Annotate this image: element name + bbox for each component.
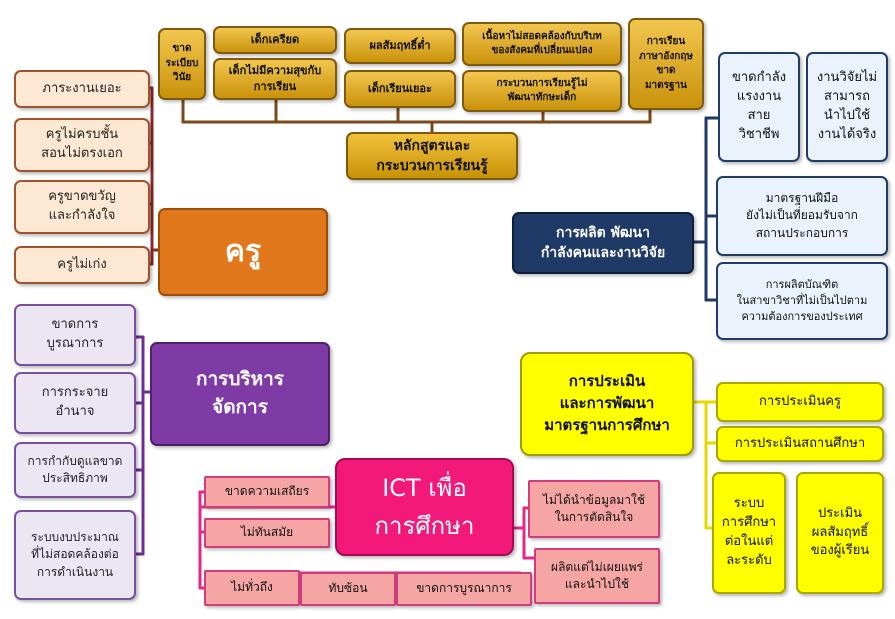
ict-item-outdated: ไม่ทันสมัย xyxy=(204,518,330,548)
ict-item-not-widespread: ไม่ทั่วถึง xyxy=(204,570,300,606)
admin-item-budget-system: ระบบงบประมาณ ที่ไม่สอดคล้องต่อ การดำเนิน… xyxy=(14,510,136,600)
curriculum-item-low-achievement: ผลสัมฤทธิ์ต่ำ xyxy=(344,28,456,64)
admin-item-decentralization: การกระจาย อำนาจ xyxy=(14,372,136,434)
production-hub: การผลิต พัฒนา กำลังคนและงานวิจัย xyxy=(512,212,694,274)
teacher-item-not-skilled: ครูไม่เก่ง xyxy=(14,246,150,284)
production-item-skill-standard: มาตรฐานฝีมือ ยังไม่เป็นที่ยอมรับจาก สถาน… xyxy=(716,176,888,256)
curriculum-item-process-no-skills: กระบวนการเรียนรู้ไม่ พัฒนาทักษะเด็ก xyxy=(462,70,622,112)
curriculum-item-content-mismatch: เนื้อหาไม่สอดคล้องกับบริบท ของสังคมที่เป… xyxy=(462,22,622,66)
curriculum-item-stressed-kids: เด็กเครียด xyxy=(213,26,337,54)
ict-item-unstable: ขาดความเสถียร xyxy=(204,476,330,508)
assessment-item-education-system: ระบบ การศึกษา ต่อในแต่ ละระดับ xyxy=(712,472,786,594)
curriculum-item-too-much-study: เด็กเรียนเยอะ xyxy=(344,70,456,108)
curriculum-item-english-standard: การเรียน ภาษาอังกฤษ ขาด มาตรฐาน xyxy=(628,18,704,110)
admin-connectors xyxy=(134,335,152,556)
teacher-item-shortage: ครูไม่ครบชั้น สอนไม่ตรงเอก xyxy=(14,118,150,172)
curriculum-hub: หลักสูตรและ กระบวนการเรียนรู้ xyxy=(346,132,518,180)
admin-hub: การบริหาร จัดการ xyxy=(150,342,330,446)
assessment-item-learner-achievement: ประเมิน ผลสัมฤทธิ์ ของผู้เรียน xyxy=(796,472,884,594)
assessment-item-school-evaluation: การประเมินสถานศึกษา xyxy=(716,426,884,462)
admin-item-lack-integration: ขาดการ บูรณาการ xyxy=(14,304,136,366)
production-item-graduate-mismatch: การผลิตบัณฑิต ในสาขาวิชาที่ไม่เป็นไปตาม … xyxy=(716,262,888,340)
ict-item-not-disseminated: ผลิตแต่ไม่เผยแพร่ และนำไปใช้ xyxy=(534,548,660,604)
ict-item-data-not-used: ไม่ได้นำข้อมูลมาใช้ ในการตัดสินใจ xyxy=(528,480,660,538)
production-item-vocational-shortage: ขาดกำลัง แรงงาน สาย วิชาชีพ xyxy=(718,52,800,162)
ict-hub: ICT เพื่อ การศึกษา xyxy=(335,458,514,556)
production-connectors xyxy=(692,116,720,302)
production-item-research-unusable: งานวิจัยไม่ สามารถ นำไปใช้ งานได้จริง xyxy=(806,52,888,162)
teacher-item-low-morale: ครูขาดขวัญ และกำลังใจ xyxy=(14,180,150,234)
teacher-item-heavy-workload: ภาระงานเยอะ xyxy=(14,70,150,108)
teacher-connectors xyxy=(148,86,160,266)
curriculum-item-lack-discipline: ขาด ระเบียบ วินัย xyxy=(158,28,206,100)
curriculum-item-unhappy-learning: เด็กไม่มีความสุขกับ การเรียน xyxy=(213,58,337,100)
assessment-connectors xyxy=(692,400,718,530)
ict-item-lack-integration: ขาดการบูรณาการ xyxy=(396,572,532,606)
assessment-item-teacher-evaluation: การประเมินครู xyxy=(716,382,884,422)
assessment-hub: การประเมิน และการพัฒนา มาตรฐานการศึกษา xyxy=(520,352,694,456)
admin-item-oversight: การกำกับดูแลขาด ประสิทธิภาพ xyxy=(14,442,136,498)
ict-item-overlapping: ทับซ้อน xyxy=(300,572,396,606)
teacher-hub: ครู xyxy=(158,208,328,296)
